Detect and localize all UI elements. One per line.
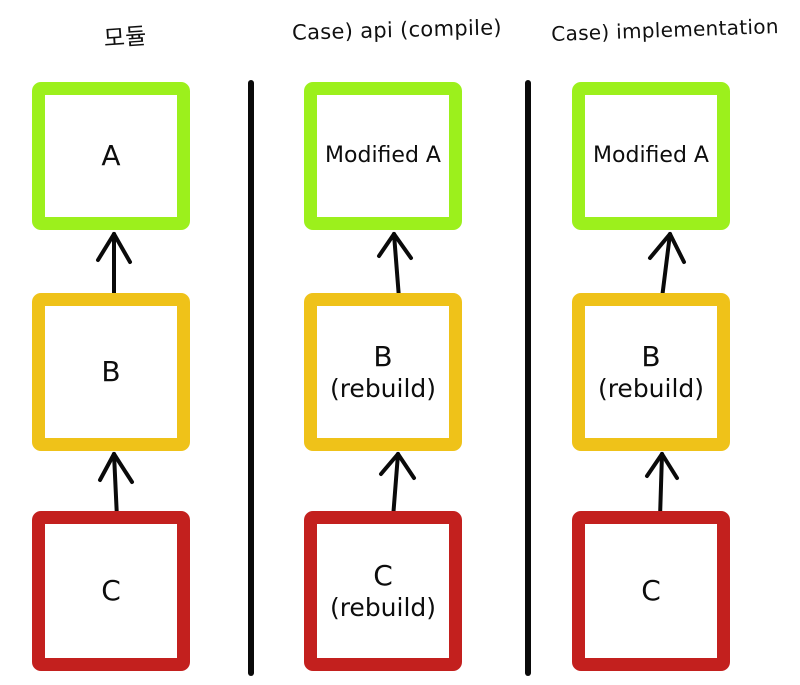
arrow-c-to-b — [98, 452, 134, 520]
arrow-c-to-b-impl — [645, 452, 679, 520]
column-title-api-compile: Case) api (compile) — [291, 15, 503, 45]
node-box-c[interactable]: C — [32, 511, 190, 671]
node-sublabel-b-rebuild-api: (rebuild) — [329, 373, 437, 403]
node-label-c: C — [101, 573, 121, 607]
column-title-implementation: Case) implementation — [550, 14, 780, 46]
arrow-b-to-a — [96, 232, 132, 300]
diagram-column-api-compile: Case) api (compile) Modified A B (rebuil… — [272, 0, 522, 685]
node-box-b-rebuild-impl[interactable]: B (rebuild) — [572, 293, 730, 451]
node-box-b[interactable]: B — [32, 293, 190, 451]
node-label-modified-a-impl: Modified A — [593, 142, 709, 168]
arrow-c-to-b-api — [379, 452, 416, 520]
node-label-modified-a-api: Modified A — [325, 142, 441, 168]
node-box-a[interactable]: A — [32, 82, 190, 230]
diagram-column-module: 모듈 A B C — [0, 0, 250, 685]
arrow-b-to-modified-a-api — [377, 232, 413, 300]
node-box-b-rebuild-api[interactable]: B (rebuild) — [304, 293, 462, 451]
node-box-modified-a-impl[interactable]: Modified A — [572, 82, 730, 230]
node-label-b-rebuild-api: B — [373, 339, 393, 373]
diagram-column-implementation: Case) implementation Modified A B (rebui… — [540, 0, 790, 685]
arrow-b-to-modified-a-impl — [648, 232, 686, 300]
node-sublabel-b-rebuild-impl: (rebuild) — [597, 373, 705, 403]
column-title-module: 모듈 — [102, 23, 148, 53]
node-sublabel-c-rebuild-api: (rebuild) — [329, 592, 437, 622]
node-label-b: B — [101, 354, 121, 388]
node-box-c-impl[interactable]: C — [572, 511, 730, 671]
node-label-b-rebuild-impl: B — [641, 339, 661, 373]
node-label-c-rebuild-api: C — [373, 558, 393, 592]
node-label-a: A — [101, 138, 121, 172]
column-divider-line-2 — [525, 80, 531, 676]
node-label-c-impl: C — [641, 573, 661, 607]
node-box-c-rebuild-api[interactable]: C (rebuild) — [304, 511, 462, 671]
column-divider-line-1 — [248, 80, 254, 676]
node-box-modified-a-api[interactable]: Modified A — [304, 82, 462, 230]
